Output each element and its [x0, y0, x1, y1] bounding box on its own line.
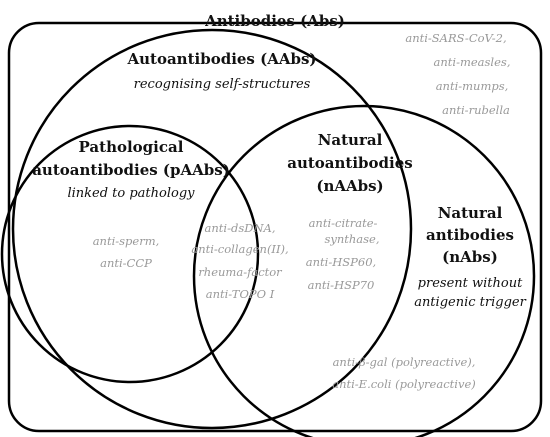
nabs-title-line1: Natural — [438, 204, 503, 222]
nabs-subtitle-line2: antigenic trigger — [414, 295, 526, 310]
nabs-example: anti-β-gal (polyreactive), — [333, 355, 476, 369]
abs-example: anti-SARS-CoV-2, — [405, 31, 506, 45]
paabs-example: anti-CCP — [100, 256, 152, 270]
naabs-example: anti-citrate- — [309, 216, 378, 230]
diagram-title: Antibodies (Abs) — [204, 12, 345, 30]
naabs-title-line1: Natural — [318, 131, 383, 149]
naabs-example: anti-HSP70 — [308, 278, 375, 292]
natural-antibodies-set-circle — [192, 104, 536, 437]
naabs-example: synthase, — [324, 232, 379, 246]
nabs-title-line3: (nAbs) — [442, 248, 498, 266]
paabs-title-line2: autoantibodies (pAAbs) — [32, 161, 230, 179]
antibodies-set-outline — [7, 21, 543, 433]
paabs-title-line1: Pathological — [79, 138, 184, 156]
abs-example: anti-measles, — [434, 55, 511, 69]
overlap-example: anti-collagen(II), — [191, 242, 288, 256]
aabs-title: Autoantibodies (AAbs) — [126, 50, 316, 68]
paabs-example: anti-sperm, — [93, 234, 160, 248]
nabs-title-line2: antibodies — [426, 226, 514, 244]
abs-example: anti-rubella — [442, 103, 510, 117]
aabs-subtitle: recognising self-structures — [134, 77, 311, 92]
naabs-title-line2: autoantibodies — [287, 154, 412, 172]
abs-example: anti-mumps, — [436, 79, 509, 93]
nabs-subtitle-line1: present without — [418, 276, 523, 291]
overlap-example: rheuma-factor — [198, 265, 283, 279]
naabs-example: anti-HSP60, — [306, 255, 376, 269]
nabs-example: anti-E.coli (polyreactive) — [332, 377, 476, 391]
overlap-example: anti-TOPO I — [206, 287, 275, 301]
overlap-example: anti-dsDNA, — [205, 221, 276, 235]
naabs-title-line3: (nAAbs) — [316, 177, 383, 195]
autoantibodies-set-circle — [11, 28, 413, 430]
paabs-subtitle: linked to pathology — [67, 186, 195, 201]
pathological-autoantibodies-set-circle — [0, 124, 260, 384]
